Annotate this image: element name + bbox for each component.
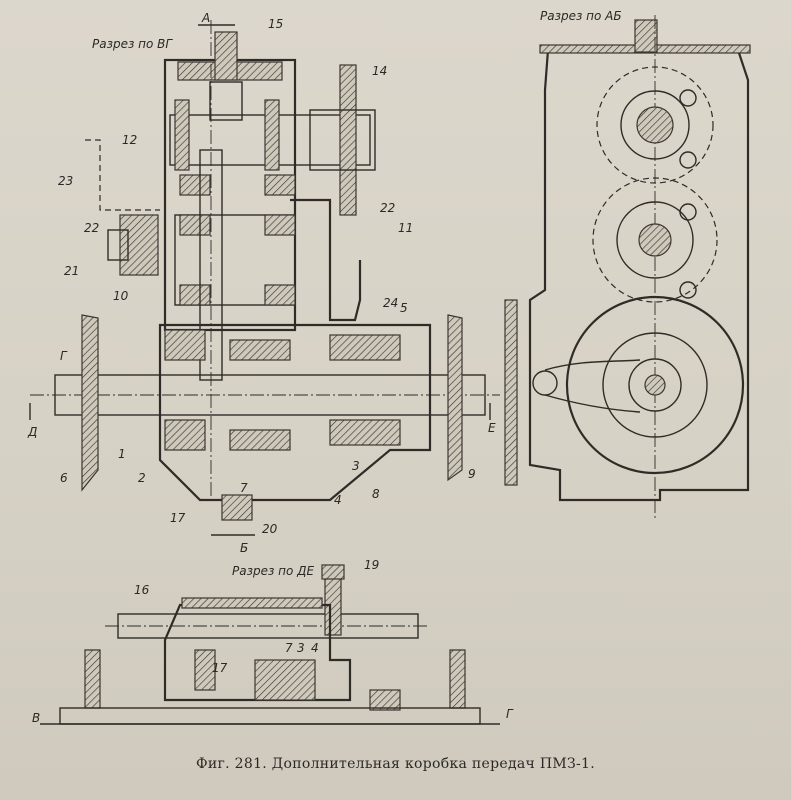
part-7: 7: [240, 481, 248, 495]
section-de-drawing: [40, 564, 500, 725]
section-ab-drawing: [504, 15, 751, 520]
part-13: 15: [268, 17, 283, 31]
part-17: 19: [364, 558, 379, 572]
marker-g2: Г: [506, 707, 514, 721]
part-labels-vg: Разрез по ВГ А 15 14 12 23 22 21 10 22 1…: [27, 11, 496, 555]
part-labels-ab: Разрез по АБ: [540, 9, 622, 23]
marker-d: Д: [27, 425, 37, 439]
part-labels-de: Разрез по ДЕ 19 16 17 7 3 4 В Г: [32, 558, 514, 725]
part-4: 4: [334, 493, 342, 507]
part-2: 2: [138, 471, 146, 485]
part-5: 5: [400, 301, 408, 315]
part-7-de: 7: [285, 641, 293, 655]
part-3: 3: [352, 459, 360, 473]
marker-a: А: [201, 11, 210, 25]
part-1: 1: [118, 447, 126, 461]
section-vg-drawing: [29, 20, 500, 536]
marker-g: Г: [60, 349, 68, 363]
section-label-ab: Разрез по АБ: [540, 9, 622, 23]
marker-v: В: [32, 711, 40, 725]
part-14: 14: [372, 64, 387, 78]
part-16: 17: [170, 511, 186, 525]
part-4-de: 4: [311, 641, 319, 655]
part-6: 6: [60, 471, 68, 485]
part-19: 20: [262, 522, 278, 536]
part-11: 11: [398, 221, 413, 235]
figure-caption: Фиг. 281. Дополнительная коробка передач…: [196, 756, 595, 772]
part-15: 16: [134, 583, 150, 597]
marker-e: Е: [488, 421, 496, 435]
part-12: 12: [122, 133, 137, 147]
part-3-de: 3: [297, 641, 305, 655]
part-23: 22: [380, 201, 395, 215]
section-label-de: Разрез по ДЕ: [232, 564, 315, 578]
part-20: 21: [64, 264, 79, 278]
section-label-vg: Разрез по ВГ: [92, 37, 173, 51]
part-8: 8: [372, 487, 380, 501]
part-21: 22: [84, 221, 99, 235]
part-10: 10: [113, 289, 129, 303]
marker-b: Б: [240, 541, 248, 555]
part-9: 9: [468, 467, 476, 481]
part-16-de: 17: [212, 661, 228, 675]
part-24: 24: [383, 296, 398, 310]
part-22: 23: [58, 174, 73, 188]
